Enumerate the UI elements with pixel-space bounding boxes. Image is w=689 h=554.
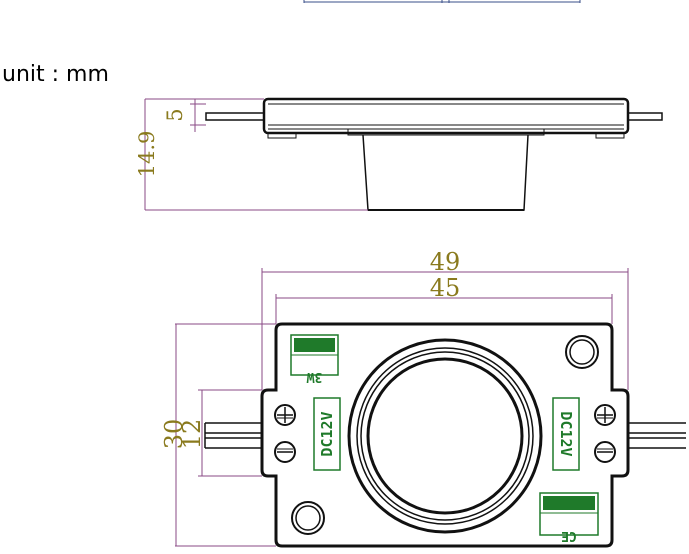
side-height-total: 14.9 bbox=[135, 131, 159, 178]
label-rohs: RoHS bbox=[555, 512, 584, 526]
top-wire-right bbox=[628, 422, 686, 449]
label-voltage-left: DC12V bbox=[318, 411, 336, 456]
voltage-label-left: DC12V bbox=[313, 397, 341, 471]
height-mid: 12 bbox=[178, 419, 206, 450]
ip-power-label: IP65 3W bbox=[290, 334, 339, 384]
top-view: IP65 3W DC12V DC12V RoHS CE bbox=[160, 248, 686, 548]
side-wire-right bbox=[627, 112, 663, 121]
screw-terminals bbox=[274, 404, 616, 463]
mounting-hole-top-right bbox=[565, 335, 599, 369]
rohs-ce-label: RoHS CE bbox=[539, 492, 599, 543]
unit-label: unit : mm bbox=[2, 62, 109, 87]
side-lens-housing bbox=[362, 134, 529, 211]
mounting-hole-bottom-left bbox=[291, 501, 325, 535]
top-wire-left bbox=[204, 422, 262, 449]
label-ip: IP65 bbox=[300, 354, 329, 368]
side-view: 14.9 5 bbox=[135, 97, 663, 211]
width-inner: 45 bbox=[430, 274, 461, 302]
side-height-top: 5 bbox=[163, 108, 187, 121]
lens bbox=[347, 338, 543, 534]
top-frame-fragment bbox=[303, 0, 581, 3]
label-power: 3W bbox=[307, 369, 323, 384]
width-outer: 49 bbox=[430, 248, 461, 276]
label-ce: CE bbox=[561, 528, 577, 543]
voltage-label-right: DC12V bbox=[552, 397, 580, 471]
side-wire-left bbox=[205, 112, 265, 121]
height-total: 30 bbox=[160, 419, 188, 450]
label-voltage-right: DC12V bbox=[557, 411, 575, 456]
module-outline bbox=[260, 322, 630, 548]
